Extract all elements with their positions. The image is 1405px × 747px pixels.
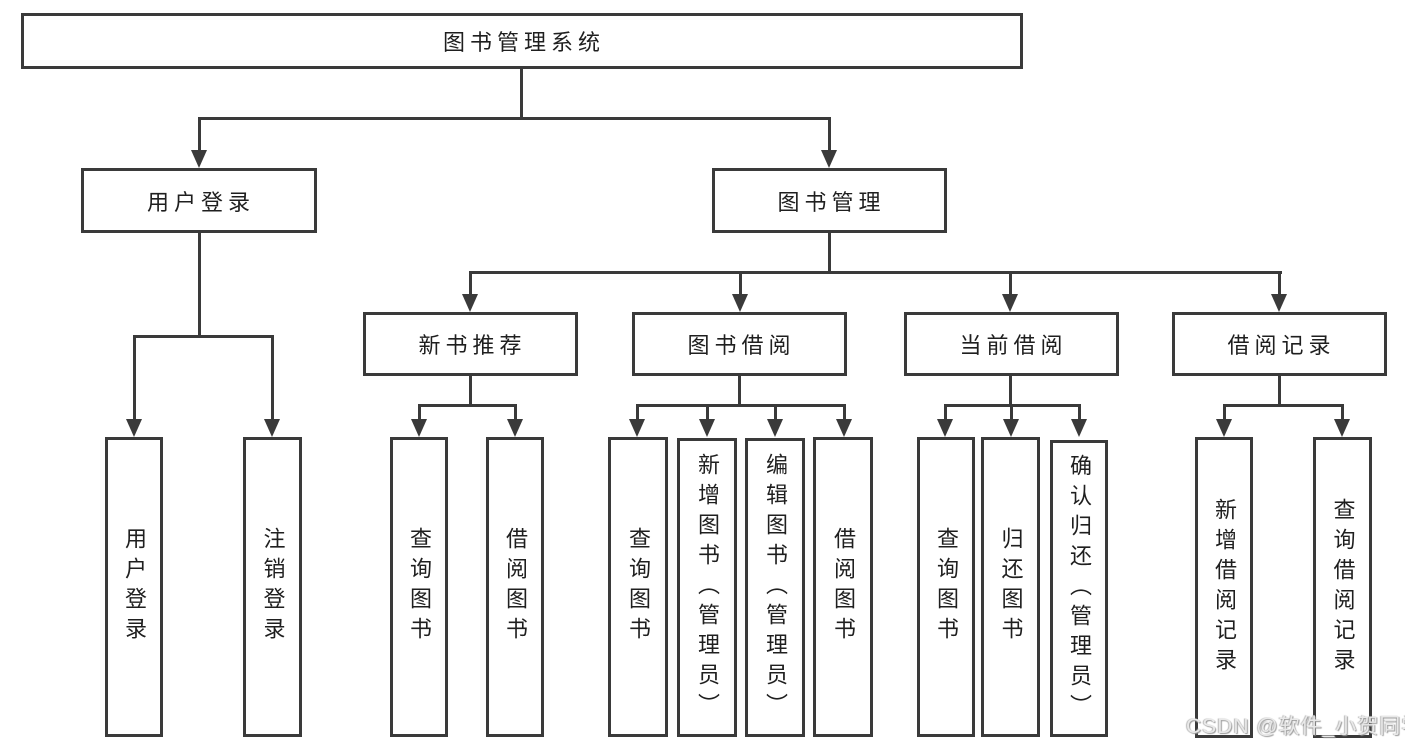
node-label: 查询图书 — [407, 527, 432, 647]
connector-new-book-branch — [418, 404, 517, 407]
node-label: 查询借阅记录 — [1330, 497, 1356, 678]
arrowhead-icon — [1003, 419, 1019, 437]
arrowhead-icon — [462, 294, 478, 312]
connector-drop-leaf — [1341, 404, 1344, 421]
arrowhead-icon — [191, 150, 207, 168]
node-label: 图书管理系统 — [442, 30, 605, 55]
leaf-borrow-books-1: 借阅图书 — [486, 437, 544, 737]
connector-drop-leaf — [1010, 404, 1013, 421]
connector-drop-leaf — [774, 404, 777, 421]
node-user-login: 用户登录 — [81, 168, 317, 233]
node-label: 用户登录 — [146, 189, 255, 215]
leaf-logout: 注销登录 — [243, 437, 302, 737]
connector-book-borrow-branch — [636, 404, 846, 407]
connector-user-login-branch — [133, 335, 274, 338]
arrowhead-icon — [699, 419, 715, 437]
connector-drop-leaf — [706, 404, 709, 421]
node-label: 借阅图书 — [503, 527, 528, 647]
connector-drop-login-leaf — [133, 335, 136, 421]
node-label: 查询图书 — [934, 527, 959, 647]
connector-drop-book-mgmt — [828, 117, 831, 152]
node-new-book-recommend: 新书推荐 — [363, 312, 578, 376]
node-label: 用户登录 — [122, 527, 147, 647]
arrowhead-icon — [767, 419, 783, 437]
arrowhead-icon — [264, 419, 280, 437]
arrowhead-icon — [821, 150, 837, 168]
connector-drop-borrow-records — [1278, 271, 1281, 297]
connector-new-book-stem — [469, 376, 472, 407]
connector-book-mgmt-branch — [469, 271, 1282, 274]
arrowhead-icon — [629, 419, 645, 437]
arrowhead-icon — [937, 419, 953, 437]
node-label: 新增借阅记录 — [1212, 497, 1237, 678]
leaf-query-borrow-record: 查询借阅记录 — [1313, 437, 1372, 738]
connector-user-login-stem — [198, 233, 201, 338]
connector-drop-leaf — [1223, 404, 1226, 421]
node-label: 归还图书 — [998, 527, 1024, 647]
leaf-add-borrow-record: 新增借阅记录 — [1195, 437, 1253, 738]
connector-drop-current-borrow — [1009, 271, 1012, 297]
arrowhead-icon — [126, 419, 142, 437]
arrowhead-icon — [732, 294, 748, 312]
connector-borrow-records-stem — [1278, 376, 1281, 407]
leaf-edit-books-admin: 编辑图书（管理员） — [745, 438, 805, 737]
connector-drop-leaf — [843, 404, 846, 421]
leaf-borrow-books-2: 借阅图书 — [813, 437, 873, 737]
leaf-query-books-2: 查询图书 — [608, 437, 668, 737]
node-label: 借阅图书 — [831, 527, 856, 647]
connector-drop-logout-leaf — [271, 335, 274, 421]
leaf-confirm-return-admin: 确认归还（管理员） — [1050, 440, 1108, 737]
leaf-return-books: 归还图书 — [981, 437, 1040, 737]
node-book-borrowing: 图书借阅 — [632, 312, 847, 376]
connector-drop-leaf — [944, 404, 947, 421]
connector-drop-book-borrow — [739, 271, 742, 297]
node-label: 编辑图书（管理员） — [763, 452, 788, 723]
connector-book-mgmt-stem — [828, 233, 831, 274]
arrowhead-icon — [1216, 419, 1232, 437]
node-label: 图书借阅 — [687, 333, 796, 358]
leaf-add-books-admin: 新增图书（管理员） — [677, 438, 737, 737]
node-current-borrowing: 当前借阅 — [904, 312, 1119, 376]
csdn-watermark: CSDN @软件_小贺同学 — [1186, 715, 1405, 738]
node-label: 查询图书 — [626, 527, 651, 647]
node-label: 确认归还（管理员） — [1067, 453, 1092, 724]
node-book-management: 图书管理 — [712, 168, 947, 233]
node-label: 图书管理 — [777, 189, 886, 215]
node-library-management-system: 图书管理系统 — [21, 13, 1023, 69]
arrowhead-icon — [1071, 419, 1087, 437]
connector-drop-new-book-rec — [469, 271, 472, 297]
connector-root-branch — [198, 117, 831, 120]
node-label: 注销登录 — [260, 527, 286, 647]
leaf-user-login: 用户登录 — [105, 437, 163, 737]
arrowhead-icon — [1334, 419, 1350, 437]
connector-current-borrow-stem — [1009, 376, 1012, 407]
arrowhead-icon — [1271, 294, 1287, 312]
connector-book-borrow-stem — [738, 376, 741, 407]
connector-drop-leaf — [1078, 404, 1081, 421]
node-label: 新增图书（管理员） — [695, 452, 720, 723]
connector-drop-leaf — [636, 404, 639, 421]
node-label: 新书推荐 — [418, 333, 527, 358]
arrowhead-icon — [411, 419, 427, 437]
connector-drop-user-login — [198, 117, 201, 152]
leaf-query-books-1: 查询图书 — [390, 437, 448, 737]
leaf-query-books-3: 查询图书 — [917, 437, 975, 737]
arrowhead-icon — [836, 419, 852, 437]
node-label: 当前借阅 — [959, 333, 1068, 358]
connector-drop-leaf — [418, 404, 421, 421]
node-borrowing-records: 借阅记录 — [1172, 312, 1387, 376]
node-label: 借阅记录 — [1227, 333, 1336, 358]
connector-drop-leaf — [514, 404, 517, 421]
arrowhead-icon — [507, 419, 523, 437]
arrowhead-icon — [1002, 294, 1018, 312]
connector-borrow-records-branch — [1223, 404, 1344, 407]
connector-root-stem — [520, 69, 523, 120]
